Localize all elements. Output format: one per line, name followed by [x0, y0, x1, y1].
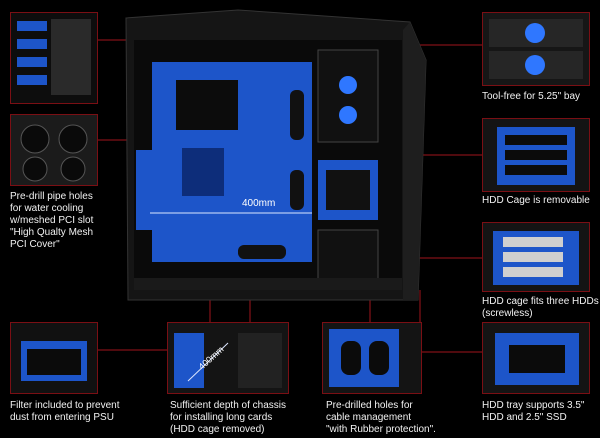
thumb-hdd-three — [482, 222, 590, 292]
thumb-hdd-tray — [482, 322, 590, 394]
caption-tool-free: Tool-free for 5.25" bay — [482, 91, 581, 102]
thumb-card-depth: 400mm — [167, 322, 289, 394]
thumb-pipe-holes — [10, 114, 98, 186]
thumb-psu-filter — [10, 322, 98, 394]
caption-hdd-removable: HDD Cage is removable — [482, 195, 590, 206]
thumb-pci-slots — [10, 12, 98, 104]
main-case-image: 400mm — [118, 0, 432, 310]
thumb-cable-holes — [322, 322, 422, 394]
thumb-hdd-cage — [482, 118, 590, 192]
dimension-label: 400mm — [242, 198, 276, 209]
caption-hdd-three: HDD cage fits three HDDs(screwless) — [482, 296, 599, 319]
caption-hdd-tray: HDD tray supports 3.5"HDD and 2.5" SSD — [482, 400, 585, 423]
thumb-525-bay — [482, 12, 590, 86]
